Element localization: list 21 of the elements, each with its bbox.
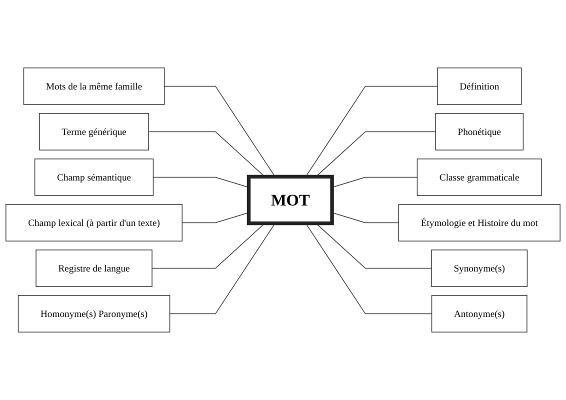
node-box: Terme générique bbox=[39, 113, 149, 150]
node-box: Homonyme(s) Paronyme(s) bbox=[18, 295, 170, 332]
connector bbox=[169, 222, 276, 314]
connector bbox=[148, 131, 266, 178]
node-box: Champ sémantique bbox=[34, 158, 154, 196]
connector bbox=[316, 131, 436, 178]
node-box: Définition bbox=[437, 68, 522, 105]
node-box: Champ lexical (à partir d'un texte) bbox=[6, 204, 183, 242]
node-box: MOT bbox=[246, 174, 334, 226]
connector bbox=[305, 222, 432, 314]
connector bbox=[152, 222, 266, 269]
node-box: Phonétique bbox=[435, 113, 524, 150]
node-box: Registre de langue bbox=[36, 250, 152, 287]
node-box: Antonyme(s) bbox=[431, 295, 528, 332]
node-box: Classe grammaticale bbox=[416, 158, 542, 196]
node-box: Mots de la même famille bbox=[23, 68, 165, 105]
connector bbox=[305, 86, 438, 178]
connector bbox=[316, 222, 432, 269]
node-box: Synonyme(s) bbox=[431, 250, 528, 287]
node-box: Étymologie et Histoire du mot bbox=[398, 204, 560, 242]
connector bbox=[164, 86, 276, 178]
